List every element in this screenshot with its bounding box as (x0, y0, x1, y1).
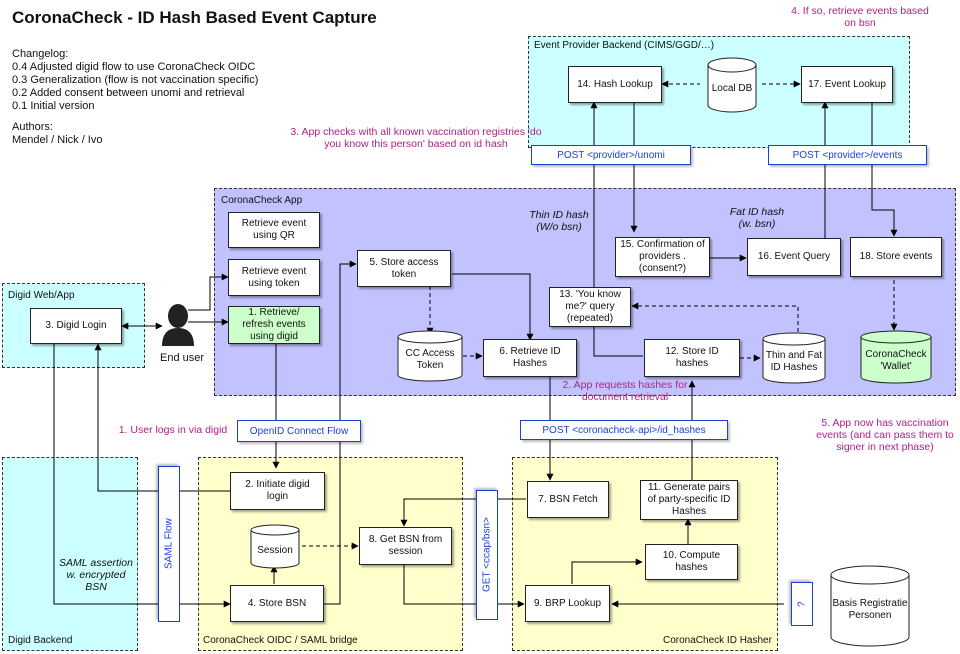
authors: Authors: Mendel / Nick / Ivo (12, 121, 102, 147)
event-query-box: 16. Event Query (747, 238, 841, 276)
session-cylinder: Session (250, 524, 300, 569)
bsn-fetch-box: 7. BSN Fetch (527, 481, 609, 518)
diagram-title: CoronaCheck - ID Hash Based Event Captur… (12, 8, 377, 27)
changelog-item: 0.4 Adjusted digid flow to use CoronaChe… (12, 61, 256, 73)
edge-bsnfetch-getbsn (400, 498, 526, 527)
changelog-heading: Changelog: (12, 48, 69, 60)
get-bsn-box: 8. Get BSN from session (359, 527, 452, 565)
authors-heading: Authors: (12, 121, 53, 133)
store-events-box: 18. Store events (850, 237, 942, 277)
thin-fat-hashes-label: Thin and Fat ID Hashes (765, 350, 823, 373)
wallet-label: CoronaCheck 'Wallet' (865, 349, 927, 372)
retrieve-qr-box: Retrieve event using QR (228, 212, 320, 248)
api-unknown: ? (791, 582, 813, 626)
changelog: Changelog: 0.4 Adjusted digid flow to us… (12, 48, 258, 113)
edge-getbsn-brp (403, 564, 525, 608)
brp-cylinder: Basis Registratie Personen (830, 565, 910, 647)
api-provider-unomi: POST <provider>/unomi (531, 145, 691, 165)
note-step-2: 2. App requests hashes for document retr… (562, 379, 688, 403)
zone-digid-web-label: Digid Web/App (8, 290, 75, 301)
brp-label: Basis Registratie Personen (832, 598, 908, 621)
edge-eventlookup-store (871, 102, 898, 237)
wallet-cylinder: CoronaCheck 'Wallet' (860, 330, 932, 384)
fat-id-label: Fat ID hash (w. bsn) (729, 206, 785, 230)
cc-token-cylinder: CC Access Token (397, 330, 463, 382)
cc-token-label: CC Access Token (405, 348, 455, 371)
initiate-login-box: 2. Initiate digid login (230, 472, 325, 510)
edge-user-token (188, 273, 229, 311)
confirmation-box: 15. Confirmation of providers . (consent… (615, 237, 710, 277)
user-icon (160, 302, 196, 346)
local-db-cylinder: Local DB (707, 57, 757, 113)
you-know-me-box: 13. 'You know me?' query (repeated) (549, 287, 631, 327)
note-step-4: 4. If so, retrieve events based on bsn (791, 5, 929, 29)
session-label: Session (257, 544, 293, 556)
zone-coronacheck-app-label: CoronaCheck App (221, 195, 303, 206)
zone-digid-backend-label: Digid Backend (8, 635, 73, 646)
digid-login-box: 3. Digid Login (30, 308, 122, 344)
store-id-box: 12. Store ID hashes (644, 339, 740, 377)
retrieve-id-box: 6. Retrieve ID Hashes (483, 339, 577, 377)
changelog-item: 0.3 Generalization (flow is not vaccinat… (12, 74, 259, 86)
compute-hashes-box: 10. Compute hashes (645, 544, 738, 580)
zone-oidc-bridge-label: CoronaCheck OIDC / SAML bridge (203, 635, 358, 646)
generate-pairs-box: 11. Generate pairs of party-specific ID … (640, 480, 738, 520)
note-step-5: 5. App now has vaccination events (and c… (816, 417, 954, 453)
changelog-item: 0.2 Added consent between unomi and retr… (12, 87, 245, 99)
store-bsn-box: 4. Store BSN (230, 585, 324, 622)
store-token-box: 5. Store access token (357, 250, 451, 287)
zone-digid-backend: Digid Backend (2, 457, 138, 651)
end-user-label: End user (159, 352, 205, 364)
local-db-label: Local DB (711, 83, 753, 94)
authors-names: Mendel / Nick / Ivo (12, 134, 103, 146)
brp-lookup-box: 9. BRP Lookup (525, 585, 610, 622)
event-lookup-box: 17. Event Lookup (801, 66, 893, 103)
edge-initiate-login (94, 343, 230, 492)
edge-token-retrieve (452, 273, 534, 341)
zone-event-provider-label: Event Provider Backend (CIMS/GGD/…) (534, 40, 715, 51)
saml-assertion-label: SAML assertion w. encrypted BSN (59, 557, 133, 593)
thin-fat-hashes-cylinder: Thin and Fat ID Hashes (762, 332, 826, 384)
edge-brp-compute (571, 558, 643, 584)
retrieve-token-box: Retrieve event using token (228, 259, 320, 296)
thin-id-label: Thin ID hash (W/o bsn) (529, 209, 589, 233)
note-step-1: 1. User logs in via digid (118, 424, 228, 436)
changelog-item: 0.1 Initial version (12, 100, 95, 112)
note-step-3: 3. App checks with all known vaccination… (290, 126, 542, 150)
zone-id-hasher-label: CoronaCheck ID Hasher (663, 635, 772, 646)
api-get-bsn: GET <ccap/bsn> (476, 490, 498, 620)
api-openid-connect: OpenID Connect Flow (237, 420, 361, 442)
api-saml-flow: SAML Flow (158, 466, 180, 622)
edge-hashes-youknow (631, 302, 799, 332)
edge-storeid-hashlookup (590, 101, 643, 357)
retrieve-digid-box: 1. Retrieve/ refresh events using digid (228, 306, 320, 344)
api-provider-events: POST <provider>/events (768, 145, 927, 165)
api-id-hashes: POST <coronacheck-api>/id_hashes (520, 420, 728, 440)
hash-lookup-box: 14. Hash Lookup (568, 66, 662, 103)
